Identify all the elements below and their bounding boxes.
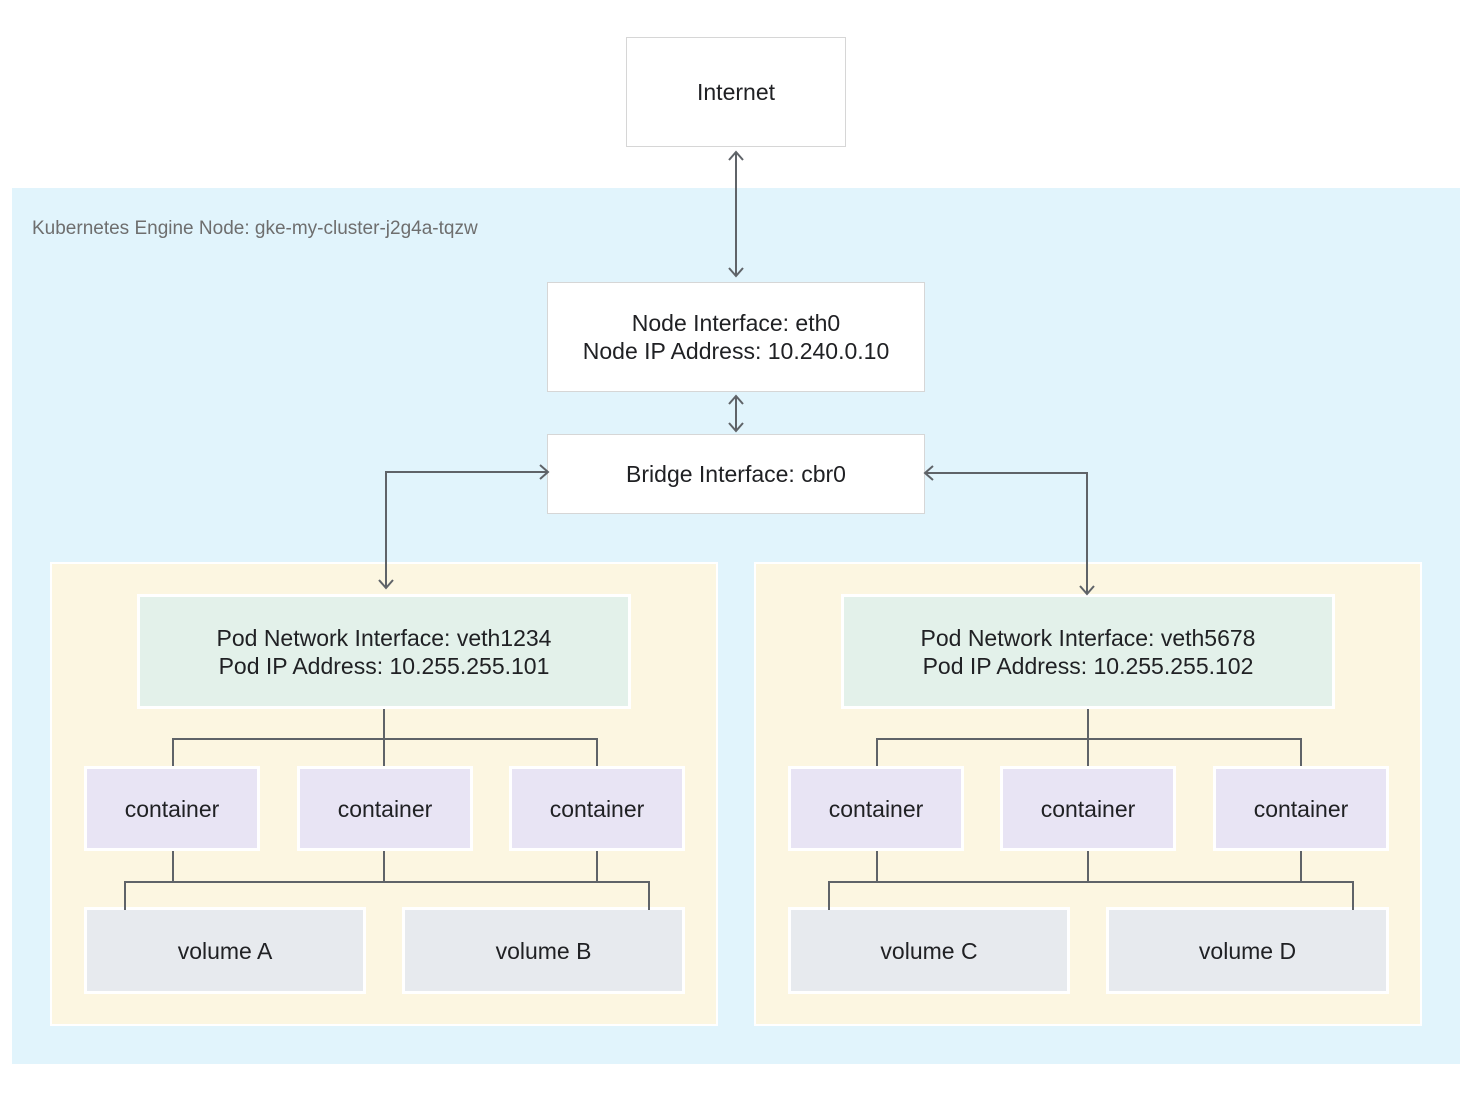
volume-a: volume A (84, 907, 366, 994)
node-label: Kubernetes Engine Node: gke-my-cluster-j… (32, 218, 478, 239)
pod-ip-address: Pod IP Address: 10.255.255.102 (922, 652, 1254, 679)
arrowhead-up-icon (728, 150, 744, 161)
container-1a: container (84, 766, 260, 851)
container-label: container (828, 795, 924, 822)
bridge-interface-box: Bridge Interface: cbr0 (547, 434, 925, 514)
node-ip-address: Node IP Address: 10.240.0.10 (582, 338, 890, 364)
container-2a: container (788, 766, 964, 851)
volume-label: volume B (495, 937, 592, 964)
bridge-interface-label: Bridge Interface: cbr0 (626, 461, 846, 487)
volume-label: volume C (880, 937, 978, 964)
node-interface-box: Node Interface: eth0 Node IP Address: 10… (547, 282, 925, 392)
pod-network-interface-1: Pod Network Interface: veth1234 Pod IP A… (137, 594, 631, 709)
pod-ip-address: Pod IP Address: 10.255.255.101 (218, 652, 550, 679)
pod-network-interface-2: Pod Network Interface: veth5678 Pod IP A… (841, 594, 1335, 709)
container-1c: container (509, 766, 685, 851)
container-2c: container (1213, 766, 1389, 851)
pod-interface-name: Pod Network Interface: veth1234 (216, 624, 552, 651)
container-label: container (1253, 795, 1349, 822)
container-label: container (1040, 795, 1136, 822)
pod-interface-name: Pod Network Interface: veth5678 (920, 624, 1256, 651)
node-interface-name: Node Interface: eth0 (631, 310, 841, 336)
volume-c: volume C (788, 907, 1070, 994)
container-label: container (549, 795, 645, 822)
container-label: container (337, 795, 433, 822)
volume-label: volume D (1198, 937, 1297, 964)
internet-box: Internet (626, 37, 846, 147)
container-2b: container (1000, 766, 1176, 851)
volume-label: volume A (177, 937, 273, 964)
volume-d: volume D (1106, 907, 1389, 994)
container-1b: container (297, 766, 473, 851)
volume-b: volume B (402, 907, 685, 994)
internet-label: Internet (697, 79, 775, 105)
container-label: container (124, 795, 220, 822)
